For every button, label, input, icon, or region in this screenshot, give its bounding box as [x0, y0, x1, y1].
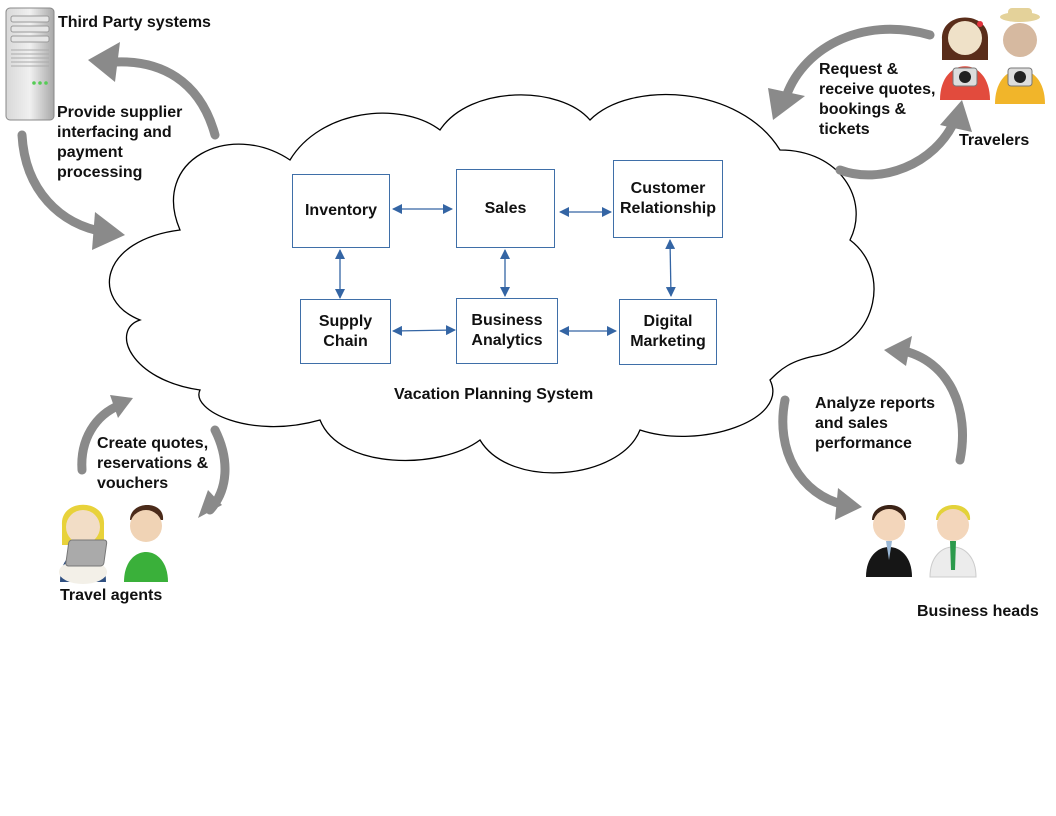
business-heads-name: Business heads	[917, 603, 1039, 620]
flow-arrow-to-travelers	[835, 115, 960, 180]
travel-agents-name: Travel agents	[60, 587, 163, 604]
businessman-icon-light	[929, 505, 977, 578]
travelers-role: Request & receive quotes, bookings & tic…	[819, 61, 936, 138]
module-inventory[interactable]: Inventory	[292, 174, 390, 248]
arrowhead	[88, 42, 120, 82]
server-icon	[5, 7, 55, 121]
module-digital-marketing[interactable]: Digital Marketing	[619, 299, 717, 365]
system-title: Vacation Planning System	[394, 386, 594, 403]
module-customer-relationship[interactable]: Customer Relationship	[613, 160, 723, 238]
business-heads-role: Analyze reports and sales performance	[815, 395, 936, 452]
arrowhead	[940, 100, 972, 132]
module-supply-chain[interactable]: Supply Chain	[300, 299, 391, 364]
arrowhead	[884, 336, 912, 366]
traveler-icon-woman	[940, 17, 990, 100]
arrowhead	[198, 490, 222, 518]
arrowhead	[768, 88, 805, 120]
flow-arrow-agents-to-cloud	[77, 400, 125, 475]
flow-arrow-to-cloud-from-travelers	[780, 24, 935, 105]
agent-icon-man	[65, 505, 168, 582]
third-party-name: Third Party systems	[58, 14, 211, 31]
cloud-shape	[108, 93, 875, 474]
module-business-analytics[interactable]: Business Analytics	[456, 298, 558, 364]
link-supply-analytics	[392, 325, 456, 336]
module-sales[interactable]: Sales	[456, 169, 555, 248]
arrowhead	[835, 488, 862, 520]
flow-arrow-to-third-party	[110, 57, 220, 140]
traveler-icon-man	[995, 8, 1045, 104]
module-connectors	[335, 204, 676, 336]
arrowhead	[92, 212, 125, 250]
businessman-icon-dark	[866, 505, 912, 577]
flow-arrow-heads-to-cloud	[895, 345, 967, 465]
travel-agents-role: Create quotes, reservations & vouchers	[97, 435, 209, 492]
arrowhead	[110, 395, 133, 418]
link-crm-marketing	[665, 239, 676, 297]
travelers-name: Travelers	[959, 132, 1030, 149]
flow-arrow-from-third-party	[17, 130, 110, 237]
flow-arrow-cloud-to-heads	[778, 395, 850, 510]
third-party-role: Provide supplier interfacing and payment…	[57, 104, 183, 181]
